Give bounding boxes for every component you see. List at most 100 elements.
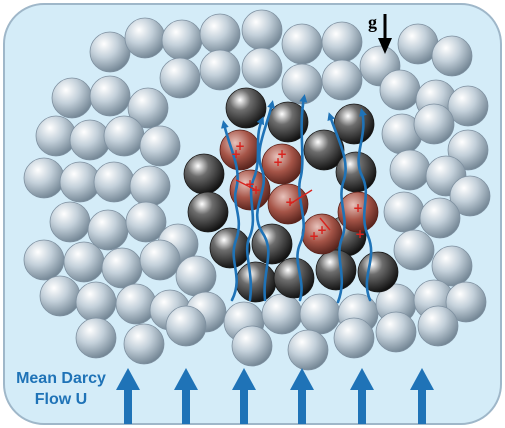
force-vector-icon [289,189,313,205]
grain [127,87,169,129]
grain [101,247,143,289]
flow-label-line1: Mean Darcy [16,370,106,387]
dark-grain [315,249,357,291]
force-vector-icon [319,217,331,231]
dark-grain [209,227,251,269]
dark-grain [357,251,399,293]
streamlines [221,94,373,304]
dark-grain [303,129,345,171]
gravity-indicator: g [368,12,392,54]
grain [93,161,135,203]
dark-grain [251,223,293,265]
streamline [221,120,241,302]
grain [39,275,81,317]
force-vector-icon: + [317,223,327,237]
grain [375,311,417,353]
grain [431,245,473,287]
grain [287,329,329,371]
force-vector-icon [235,179,257,191]
grain [281,23,323,65]
grain [299,293,341,335]
force-markers: +++++++++++ [231,139,365,243]
red-grain [267,183,309,225]
flow-arrow-icon [410,368,434,424]
flow-arrow-icon [290,368,314,424]
force-vector-icon: + [285,195,295,209]
grain [139,125,181,167]
red-grain [337,191,379,233]
grain [199,49,241,91]
force-vector-icon: + [309,229,319,243]
grain [123,323,165,365]
grain [281,63,323,105]
grain [447,85,489,127]
grain [124,17,166,59]
dark-grain [225,87,267,129]
flow-arrow-icon [232,368,256,424]
grain [87,209,129,251]
grain [417,305,459,347]
dark-grain [235,261,277,303]
grain [393,229,435,271]
grey-grain-layer [23,9,491,371]
grain [129,165,171,207]
force-vector-icon: + [235,139,245,153]
flow-label-line2: Flow U [34,391,88,408]
grain [103,115,145,157]
grain [445,281,487,323]
force-vector-icon: + [231,147,241,161]
streamline [245,116,265,302]
grain [389,149,431,191]
streamline [296,94,308,302]
grain [75,317,117,359]
grain [199,13,241,55]
grain [241,9,283,51]
force-vector-icon: + [277,147,287,161]
flow-label: Mean Darcy Flow U [6,368,116,410]
grain [413,103,455,145]
grain [419,197,461,239]
grain [431,35,473,77]
grain [175,255,217,297]
force-vector-icon: + [245,177,255,191]
grain [89,75,131,117]
flow-arrow-icon [350,368,374,424]
flow-arrow-icon [116,368,140,424]
grain [165,305,207,347]
grain [23,157,65,199]
dark-grain [273,257,315,299]
grain [261,293,303,335]
grain [115,283,157,325]
streamline [357,108,373,302]
force-vector-icon: + [273,155,283,169]
grain [241,47,283,89]
grain [49,201,91,243]
streamline [327,112,347,304]
flow-arrows [116,368,434,424]
grain [75,281,117,323]
grain [125,201,167,243]
grain [139,239,181,281]
gravity-arrow-icon [378,14,392,54]
gravity-label: g [368,12,377,32]
grain [321,59,363,101]
grain [383,191,425,233]
force-vector-icon: + [353,201,363,215]
dark-grain-layer [183,87,399,303]
grain [23,239,65,281]
force-vector-icon: + [355,227,365,241]
grain [89,31,131,73]
grain [449,175,491,217]
dark-grain [183,153,225,195]
grain [63,241,105,283]
dark-grain [187,191,229,233]
grain [159,57,201,99]
grain [231,325,273,367]
grain [333,317,375,359]
grain [161,19,203,61]
grain [379,69,421,111]
flow-arrow-icon [174,368,198,424]
grain [321,21,363,63]
streamline [255,100,275,302]
